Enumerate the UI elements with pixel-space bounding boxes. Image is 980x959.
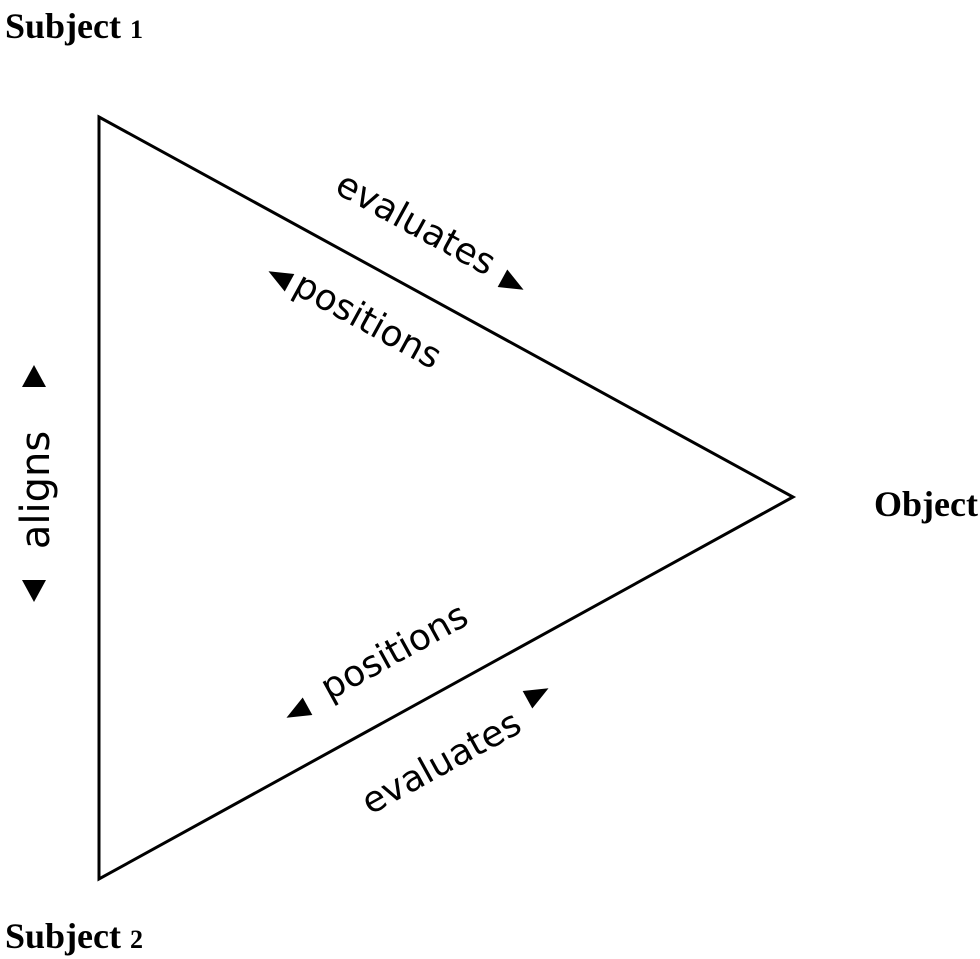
arrow-top-positions: [268, 271, 295, 292]
edge-bottom-positions-label: positions: [314, 595, 475, 709]
subject-2-label: Subject 2: [5, 916, 143, 956]
arrow-top-evaluates: [497, 269, 524, 290]
subject-2-subscript: 2: [130, 925, 143, 954]
object-label: Object: [874, 484, 978, 524]
edge-top-positions-label: positions: [287, 264, 448, 377]
arrow-bottom-evaluates: [522, 688, 549, 709]
arrow-left-down: [22, 580, 46, 602]
edge-bottom-evaluates-label: evaluates: [355, 703, 528, 823]
subject-2-name: Subject: [5, 916, 121, 956]
edge-top-evaluates-label: evaluates: [329, 164, 503, 284]
edge-left-aligns-label: aligns: [13, 431, 59, 549]
subject-1-name: Subject: [5, 6, 121, 46]
triangle-outline: [97, 114, 797, 882]
arrow-left-up: [22, 365, 46, 387]
subject-1-subscript: 1: [130, 15, 143, 44]
subject-1-label: Subject 1: [5, 6, 143, 46]
arrow-bottom-positions: [286, 697, 313, 718]
